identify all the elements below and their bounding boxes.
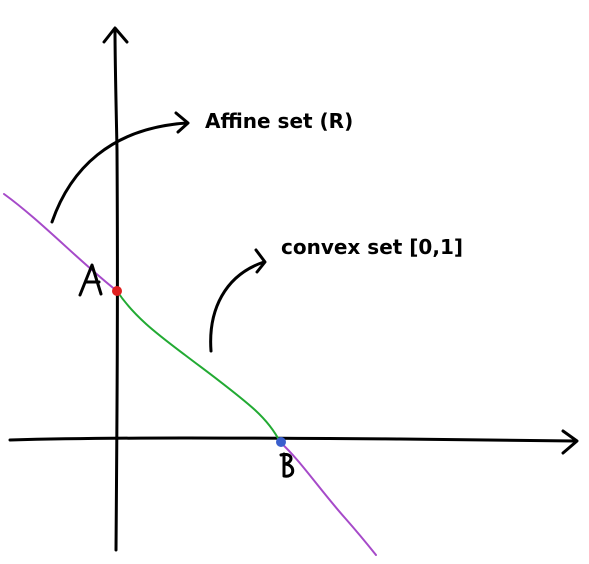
y-axis — [113, 28, 119, 552]
affine-line-upper — [3, 193, 118, 292]
convex-annotation-curved-arrow-icon — [209, 260, 266, 353]
point-b-label-glyph — [279, 452, 295, 478]
affine-annotation-curved-arrow-icon — [50, 121, 189, 224]
affine-annotation-arrowhead-icon — [174, 111, 190, 134]
y-axis-arrowhead-icon — [102, 26, 129, 44]
x-axis-arrowhead-icon — [561, 429, 579, 455]
point-a-marker — [112, 286, 122, 296]
convex-set-label: convex set [0,1] — [281, 235, 463, 259]
point-b-marker — [276, 437, 286, 447]
affine-line-lower — [279, 441, 377, 556]
affine-set-label: Affine set (R) — [205, 109, 353, 133]
convex-segment — [116, 290, 281, 443]
convex-annotation-arrowhead-icon — [254, 248, 267, 274]
x-axis — [8, 436, 577, 443]
point-a-label-glyph — [78, 263, 103, 297]
